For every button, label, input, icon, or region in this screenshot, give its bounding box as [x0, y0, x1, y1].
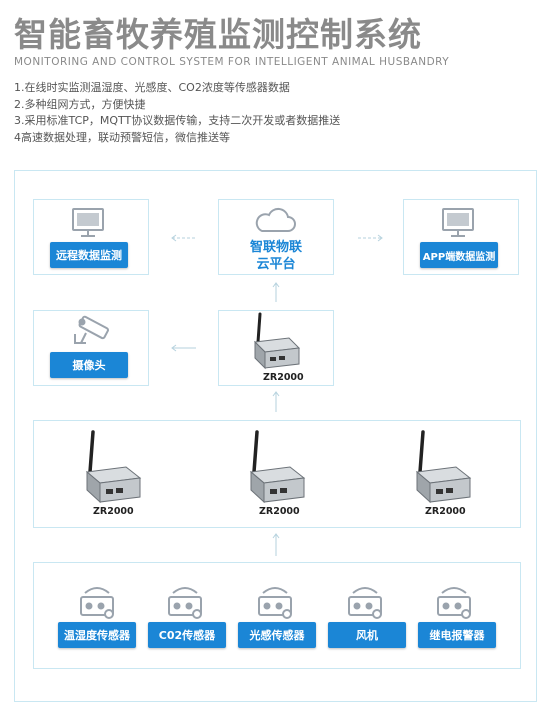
remote-monitor-button[interactable]: 远程数据监测: [50, 242, 128, 268]
monitor-icon: [442, 208, 474, 237]
feature-item: 1.在线时实监测温湿度、光感度、CO2浓度等传感器数据: [14, 81, 290, 94]
arrowhead: [272, 282, 280, 288]
router-device: [253, 312, 301, 370]
monitor-icon: [72, 208, 104, 237]
arrowhead: [171, 344, 177, 352]
page-title: 智能畜牧养殖监测控制系统: [14, 15, 422, 54]
sensor-button-light[interactable]: 光感传感器: [238, 622, 316, 648]
feature-list: 1.在线时实监测温湿度、光感度、CO2浓度等传感器数据 2.多种组网方式，方便快…: [14, 80, 340, 146]
router-device: [415, 430, 472, 504]
gateway-label: ZR2000: [425, 506, 466, 517]
sensor-button-co2[interactable]: C02传感器: [148, 622, 226, 648]
arrowhead: [272, 391, 280, 397]
gateway-label: ZR2000: [93, 506, 134, 517]
feature-item: 2.多种组网方式，方便快捷: [14, 97, 146, 111]
cloud-platform-label-line1: 智联物联: [249, 240, 302, 255]
camera-icon: [74, 315, 110, 344]
arrowhead: [272, 533, 280, 539]
arrowhead: [171, 234, 177, 242]
gateway-label: ZR2000: [259, 506, 300, 517]
gateway-label: ZR2000: [263, 372, 304, 383]
sensor-icon: [437, 587, 471, 619]
cloud-icon: [255, 207, 296, 232]
arrows: [171, 234, 383, 556]
diagram-frame: [14, 170, 537, 702]
cloud-platform-label-line2: 云平台: [256, 257, 296, 272]
feature-item: 3.采用标准TCP，MQTT协议数据传输，支持二次开发或者数据推送: [14, 114, 341, 127]
feature-item: 4高速数据处理，联动预警短信，微信推送等: [14, 130, 230, 144]
arrowhead: [377, 234, 383, 242]
sensor-button-temperature-humidity[interactable]: 温湿度传感器: [58, 622, 136, 648]
app-monitor-button[interactable]: APP端数据监测: [420, 242, 498, 268]
router-device: [249, 430, 306, 504]
sensor-button-relay-alarm[interactable]: 继电报警器: [418, 622, 496, 648]
sensor-icon: [258, 587, 292, 619]
cloud-platform-box: [218, 199, 334, 275]
camera-button[interactable]: 摄像头: [50, 352, 128, 378]
page-subtitle: MONITORING AND CONTROL SYSTEM FOR INTELL…: [14, 56, 450, 68]
sensor-icon: [80, 587, 114, 619]
sensor-icon: [168, 587, 202, 619]
sensor-button-fan[interactable]: 风机: [328, 622, 406, 648]
router-device: [85, 430, 142, 504]
sensor-icon: [348, 587, 382, 619]
